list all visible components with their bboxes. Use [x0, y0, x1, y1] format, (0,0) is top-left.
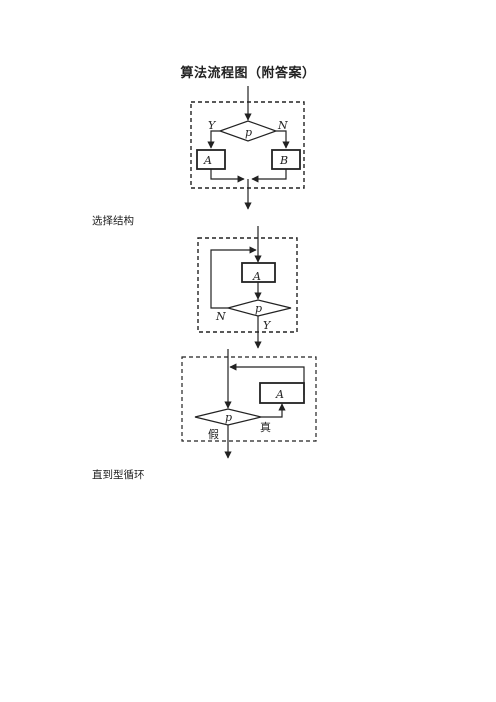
dashed-frame	[197, 237, 298, 333]
yes-label: Y	[208, 119, 217, 132]
loop-structure-diagram	[197, 226, 298, 349]
box-b-label: B	[279, 154, 288, 167]
decision-label: p	[225, 411, 232, 424]
true-label: 真	[260, 420, 271, 434]
box-a-label: A	[203, 154, 212, 167]
process-box-a	[259, 382, 305, 404]
page-title: 算法流程图（附答案）	[180, 66, 316, 81]
yes-label: Y	[263, 319, 272, 332]
dashed-frame	[181, 356, 317, 442]
no-label: N	[277, 119, 288, 132]
caption-selection-structure: 选择结构	[92, 215, 134, 227]
false-label: 假	[208, 427, 219, 441]
box-label: A	[252, 270, 261, 283]
selection-structure-diagram	[190, 86, 305, 210]
decision-label: p	[245, 126, 252, 139]
caption-until-loop: 直到型循环	[92, 469, 145, 481]
decision-label: p	[255, 302, 262, 315]
no-label: N	[215, 310, 226, 323]
box-label: A	[275, 388, 284, 401]
decision-diamond	[225, 299, 292, 317]
until-loop-diagram	[181, 349, 317, 459]
